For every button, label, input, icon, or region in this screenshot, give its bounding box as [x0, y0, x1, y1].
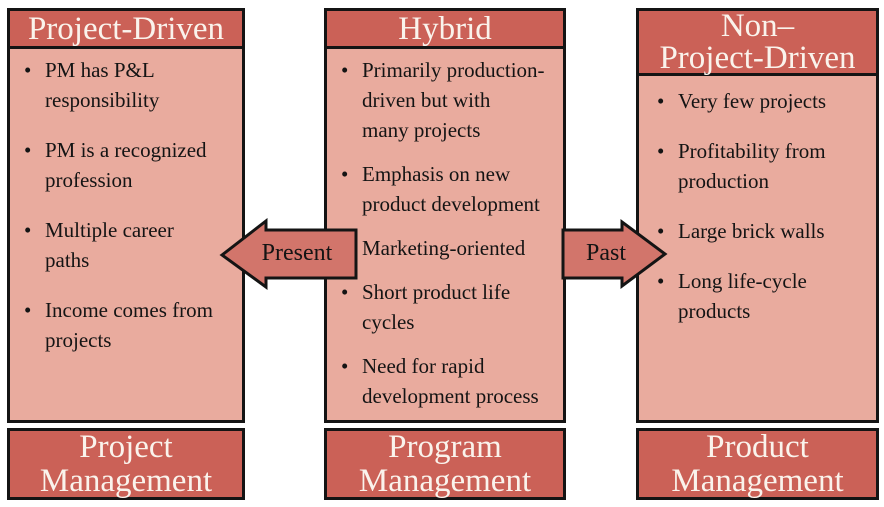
product-management-label-box: Product Management: [636, 428, 879, 500]
bullet-item: Emphasis on new product development: [341, 159, 559, 219]
present-arrow: Present: [219, 218, 359, 290]
past-arrow: Past: [561, 218, 669, 290]
bullet-item: Need for rapid development process: [341, 351, 559, 411]
project-driven-box: Project-Driven PM has P&L responsibility…: [7, 8, 245, 423]
bullet-item: Profitability from production: [657, 136, 872, 196]
project-driven-header: Project-Driven: [10, 11, 242, 49]
bullet-item: Income comes from projects: [24, 295, 238, 355]
hybrid-header: Hybrid: [327, 11, 563, 49]
hybrid-bullet-list: Primarily production- driven but with ma…: [327, 49, 563, 411]
bullet-item: Marketing-oriented: [341, 233, 559, 263]
project-driven-bullet-list: PM has P&L responsibility PM is a recogni…: [10, 49, 242, 355]
non-project-driven-box: Non– Project-Driven Very few projectsPro…: [636, 8, 879, 423]
left-arrow-icon: [219, 218, 358, 290]
past-arrow-label: Past: [585, 240, 626, 266]
program-management-label-box: Program Management: [324, 428, 566, 500]
bullet-item: Primarily production- driven but with ma…: [341, 55, 559, 145]
bullet-item: PM has P&L responsibility: [24, 55, 238, 115]
right-arrow-icon: [561, 219, 668, 289]
non-project-driven-bullet-list: Very few projectsProfitability from prod…: [639, 76, 876, 326]
bullet-item: Long life-cycle products: [657, 266, 872, 326]
project-management-label-box: Project Management: [7, 428, 245, 500]
bullet-item: Large brick walls: [657, 216, 872, 246]
non-project-driven-header: Non– Project-Driven: [639, 10, 876, 76]
present-arrow-label: Present: [261, 240, 333, 266]
bullet-item: Short product life cycles: [341, 277, 559, 337]
hybrid-box: Hybrid Primarily production- driven but …: [324, 8, 566, 423]
bullet-item: Multiple career paths: [24, 215, 238, 275]
bullet-item: PM is a recognized profession: [24, 135, 238, 195]
bullet-item: Very few projects: [657, 86, 872, 116]
